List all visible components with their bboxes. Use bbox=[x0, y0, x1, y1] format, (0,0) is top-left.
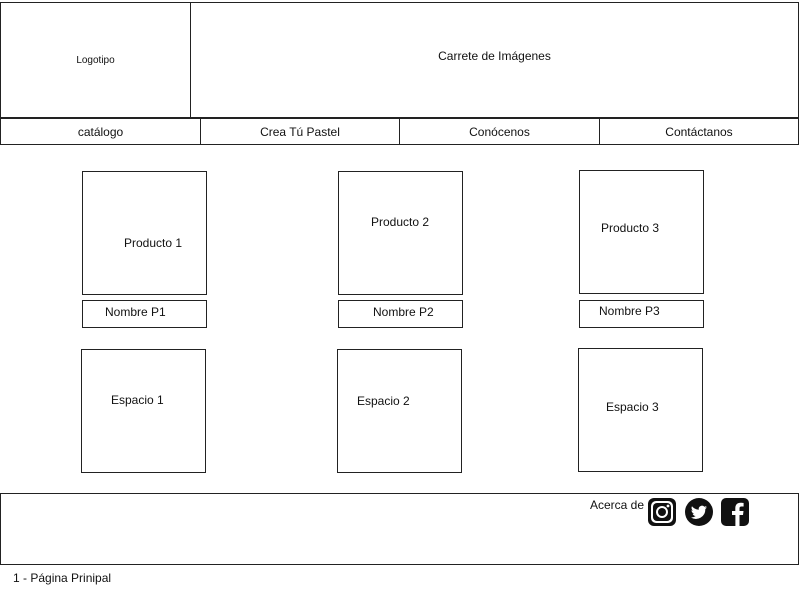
product-label: Producto 2 bbox=[371, 215, 430, 229]
about-link[interactable]: Acerca de bbox=[590, 498, 645, 512]
carousel-label: Carrete de Imágenes bbox=[438, 49, 551, 63]
logo[interactable]: Logotipo bbox=[0, 2, 191, 118]
product-label: Producto 3 bbox=[601, 221, 660, 235]
space-label: Espacio 2 bbox=[357, 394, 410, 408]
product-name-label: Nombre P2 bbox=[373, 305, 434, 319]
nav-item-label: Conócenos bbox=[469, 124, 530, 139]
product-card-2[interactable]: Producto 2 bbox=[338, 171, 463, 295]
product-name-3[interactable]: Nombre P3 bbox=[579, 300, 704, 328]
nav-item-label: Crea Tú Pastel bbox=[260, 124, 340, 139]
nav-item-label: Contáctanos bbox=[665, 124, 733, 139]
space-box-1: Espacio 1 bbox=[81, 349, 206, 473]
product-name-label: Nombre P3 bbox=[599, 304, 660, 318]
product-name-label: Nombre P1 bbox=[105, 305, 166, 319]
nav-item-catalogo[interactable]: catálogo bbox=[0, 118, 201, 145]
space-label: Espacio 3 bbox=[606, 400, 659, 414]
twitter-icon[interactable] bbox=[684, 497, 714, 527]
product-card-3[interactable]: Producto 3 bbox=[579, 170, 704, 294]
product-name-2[interactable]: Nombre P2 bbox=[338, 300, 463, 328]
facebook-icon[interactable] bbox=[720, 497, 750, 527]
space-box-3: Espacio 3 bbox=[578, 348, 703, 472]
nav-item-conocenos[interactable]: Conócenos bbox=[399, 118, 600, 145]
nav-item-label: catálogo bbox=[77, 124, 124, 139]
footer bbox=[0, 493, 799, 565]
space-label: Espacio 1 bbox=[111, 393, 164, 407]
nav-item-crea-tu-pastel[interactable]: Crea Tú Pastel bbox=[200, 118, 400, 145]
page-caption: 1 - Página Prinipal bbox=[13, 571, 112, 585]
space-box-2: Espacio 2 bbox=[337, 349, 462, 473]
image-carousel[interactable]: Carrete de Imágenes bbox=[190, 2, 799, 118]
logo-label: Logotipo bbox=[76, 54, 115, 66]
instagram-icon[interactable] bbox=[647, 497, 677, 527]
product-name-1[interactable]: Nombre P1 bbox=[82, 300, 207, 328]
product-label: Producto 1 bbox=[124, 236, 183, 250]
nav-item-contactanos[interactable]: Contáctanos bbox=[599, 118, 799, 145]
product-card-1[interactable]: Producto 1 bbox=[82, 171, 207, 295]
